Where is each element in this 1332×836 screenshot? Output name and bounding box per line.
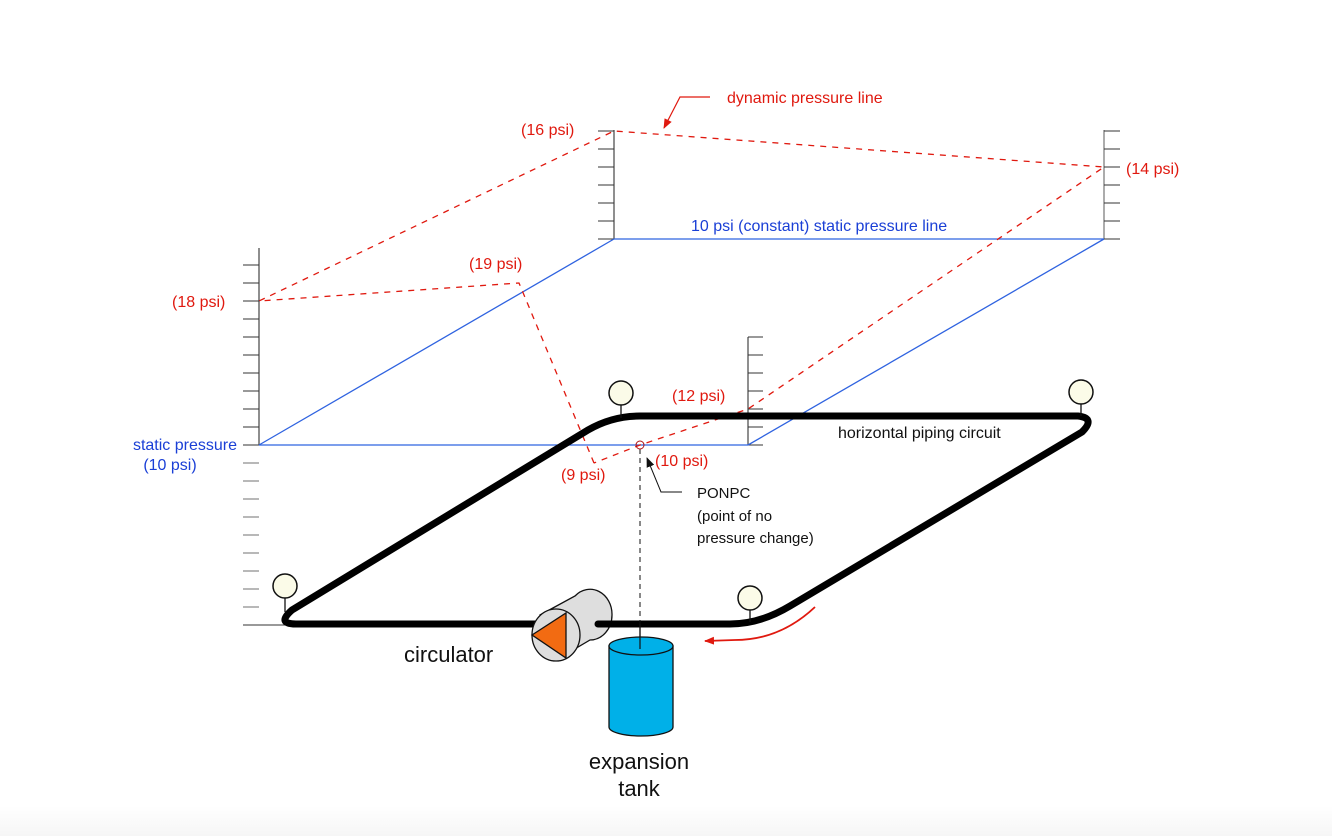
label-16-psi: (16 psi): [521, 122, 574, 139]
dynamic-line-label: dynamic pressure line: [727, 90, 883, 107]
ponpc-marker: [635, 440, 645, 450]
static-pressure-value: (10 psi): [143, 457, 196, 474]
ponpc-callout: [646, 457, 682, 493]
scale-back-left: [598, 130, 615, 240]
scale-left: [243, 248, 290, 626]
circuit-label: horizontal piping circuit: [838, 425, 1001, 442]
label-18-psi: (18 psi): [172, 294, 225, 311]
pressure-gauge: [737, 585, 763, 622]
ponpc-label: PONPC: [697, 485, 751, 502]
ponpc-description-line2: pressure change): [697, 530, 814, 547]
ponpc-description-line1: (point of no: [697, 508, 772, 525]
tank-label-line1: expansion: [589, 749, 689, 774]
label-14-psi: (14 psi): [1126, 161, 1179, 178]
circulator-label: circulator: [404, 642, 493, 667]
flow-direction-arrow: [704, 606, 816, 645]
bottom-fade: [0, 806, 1332, 836]
scale-back-right: [1103, 130, 1120, 240]
pressure-gauge: [272, 573, 298, 612]
label-19-psi: (19 psi): [469, 256, 522, 273]
label-10-psi: (10 psi): [655, 453, 708, 470]
label-9-psi: (9 psi): [561, 467, 605, 484]
circulator: [530, 588, 616, 662]
expansion-tank: [608, 624, 674, 737]
static-pressure-label: static pressure: [133, 437, 237, 454]
pressure-gauge: [608, 380, 634, 418]
pump-direction-icon: [530, 611, 567, 660]
piping-circuit: [281, 412, 1092, 628]
dynamic-line-callout: dynamic pressure line: [663, 90, 883, 129]
scale-front-right: [747, 336, 763, 446]
dynamic-pressure-line: [258, 130, 1106, 464]
pressure-gauge: [1068, 379, 1094, 416]
static-pressure-plane: [258, 238, 1105, 446]
label-12-psi: (12 psi): [672, 388, 725, 405]
tank-label-line2: tank: [618, 776, 661, 801]
static-line-label: 10 psi (constant) static pressure line: [691, 218, 947, 235]
